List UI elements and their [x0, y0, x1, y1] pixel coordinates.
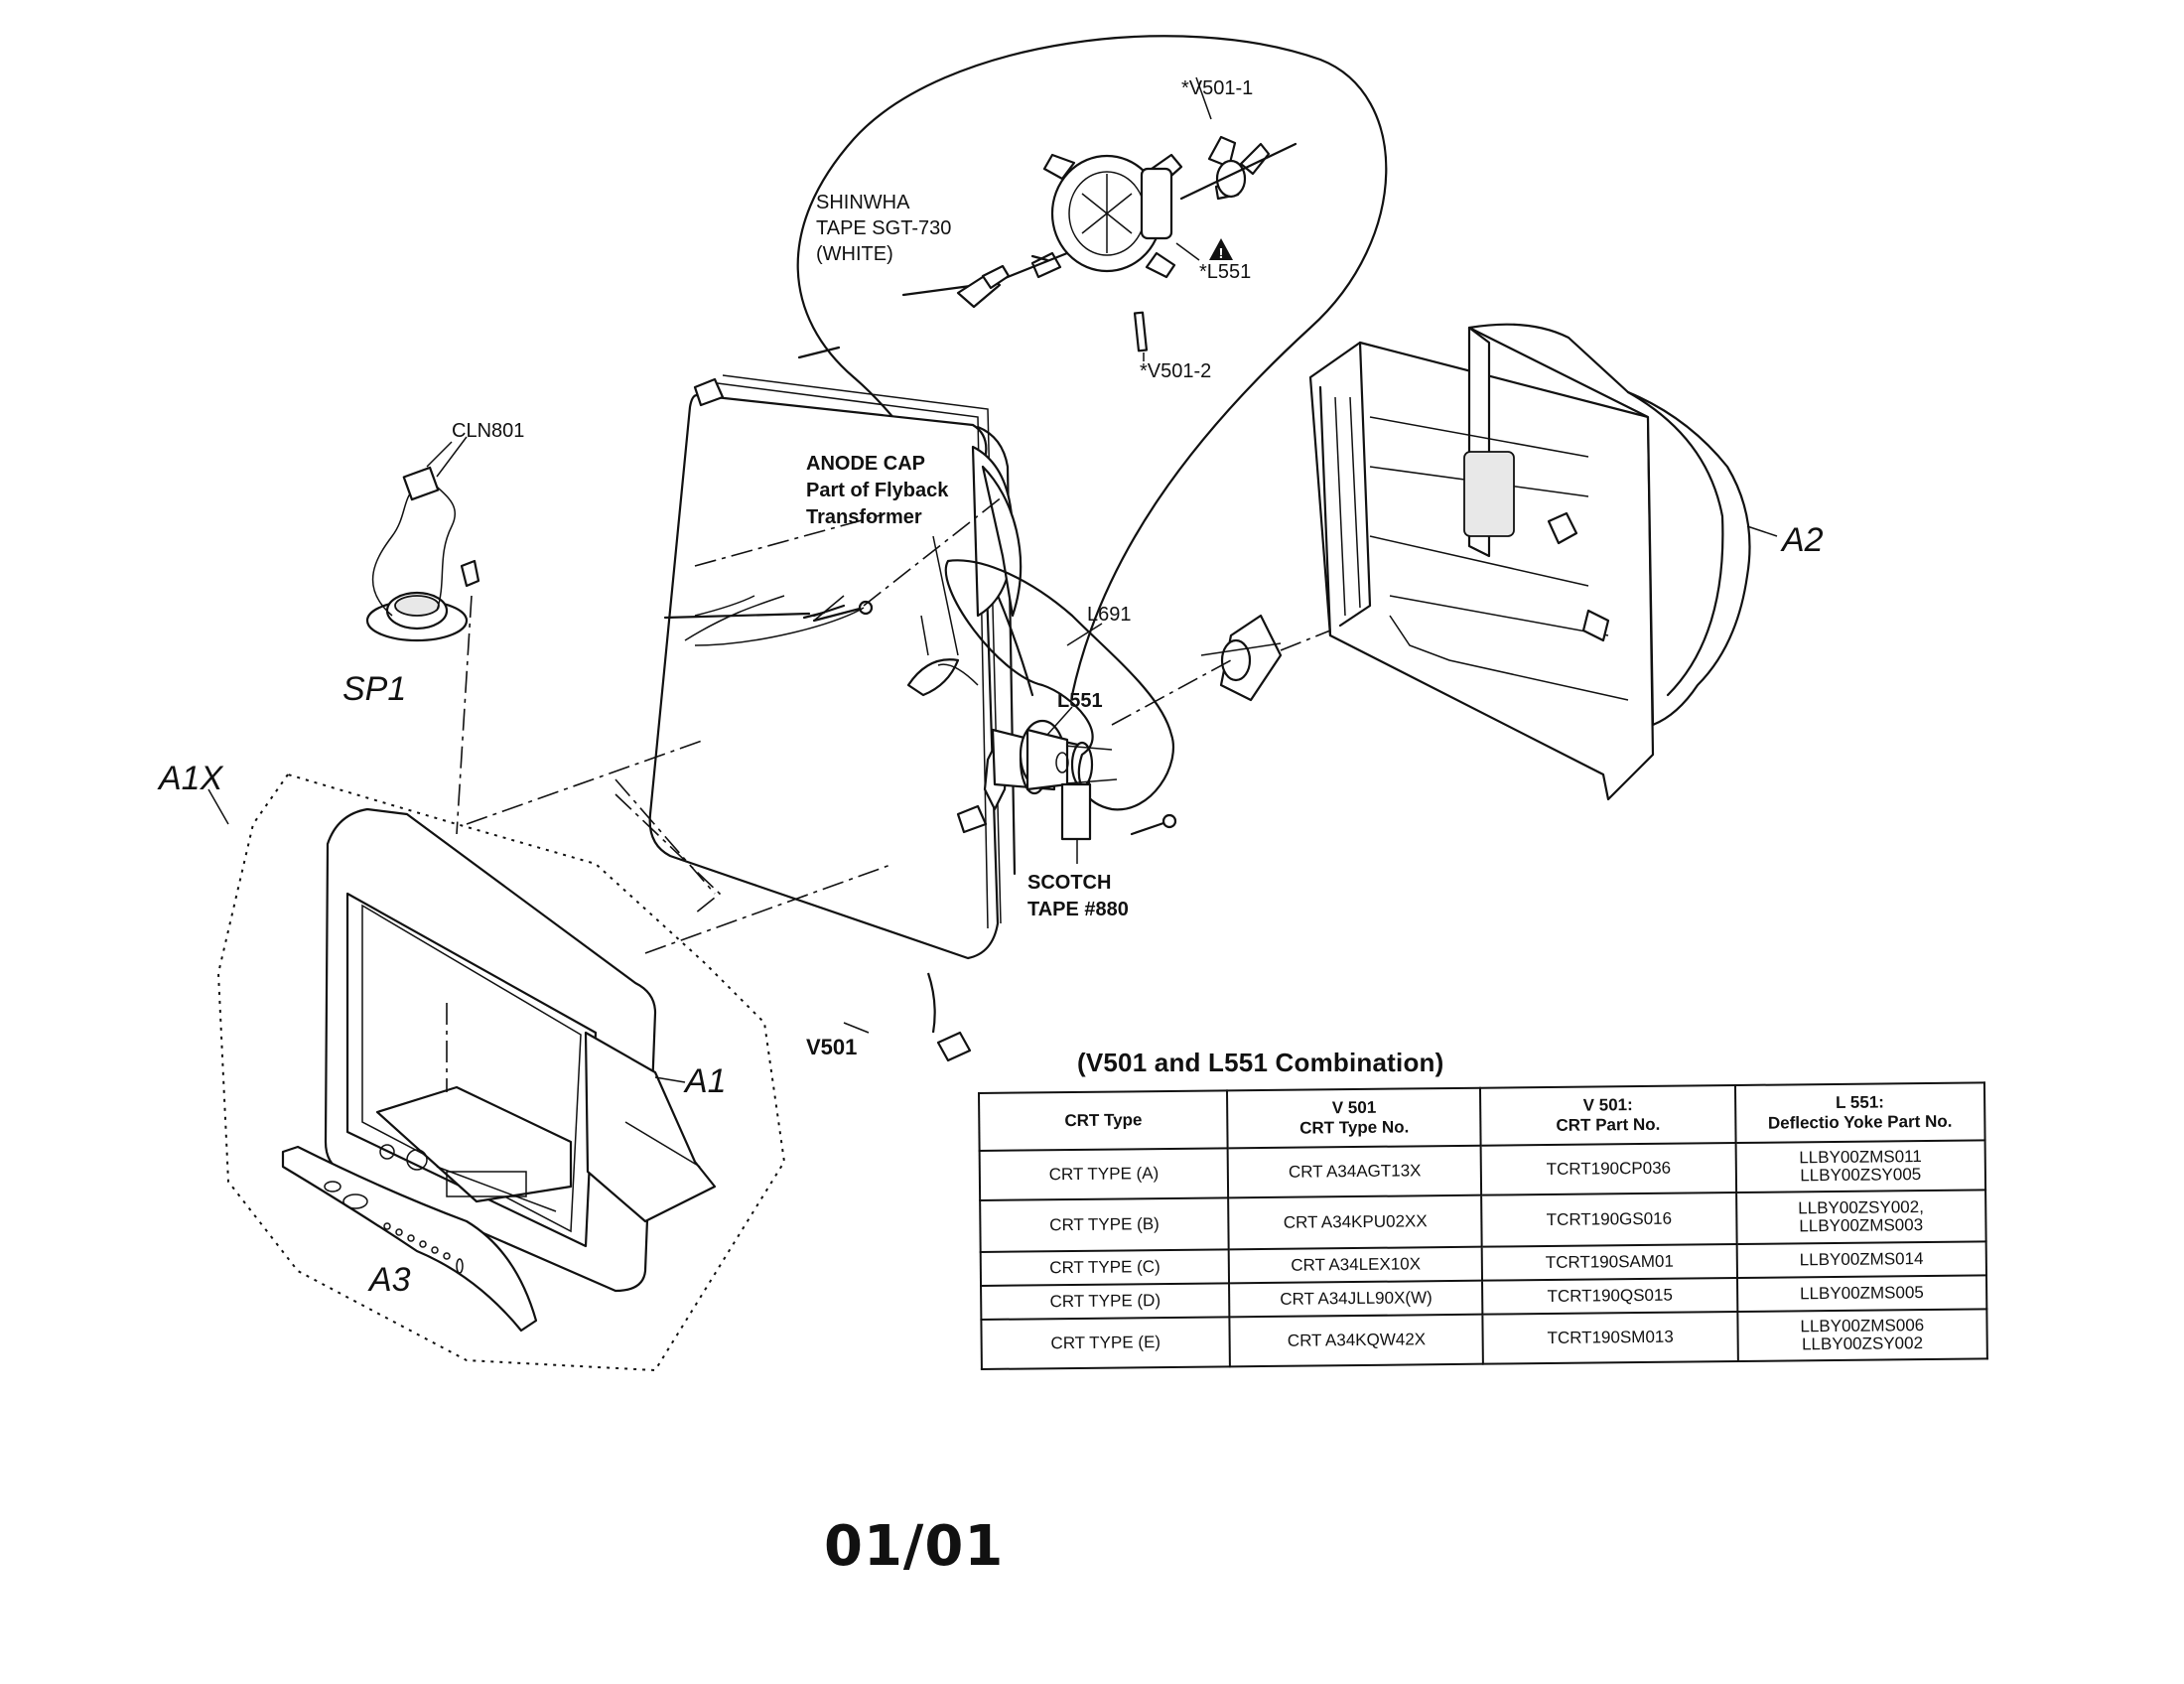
deflection-yoke-detail — [991, 153, 1183, 285]
crt-tube-v501 — [648, 346, 1177, 1062]
v501-label: V501 — [806, 1035, 857, 1059]
svg-text:!: ! — [1219, 245, 1224, 262]
scotch-tape-label-1: SCOTCH — [1027, 872, 1111, 894]
l551-detail-label: *L551 — [1199, 261, 1251, 283]
cell-crt-type-no: CRT A34LEX10X — [1228, 1246, 1483, 1284]
scotch-tape-label-2: TAPE #880 — [1027, 899, 1129, 920]
cell-crt-part-no: TCRT190CP036 — [1481, 1143, 1736, 1195]
anode-cap-label-3: Transformer — [806, 506, 922, 528]
combination-table-title: (V501 and L551 Combination) — [1077, 1048, 1444, 1077]
detail-balloon-outline — [796, 35, 1388, 697]
screw-top — [663, 595, 846, 622]
shinwha-label-3: (WHITE) — [816, 243, 893, 265]
cell-crt-part-no: TCRT190GS016 — [1481, 1193, 1737, 1247]
a3-label: A3 — [367, 1261, 411, 1299]
v501-1-ring-magnet — [1179, 135, 1297, 201]
a1x-label: A1X — [157, 760, 224, 797]
page-number: 01/01 — [824, 1514, 1005, 1579]
v501-2-label: *V501-2 — [1140, 360, 1211, 382]
shinwha-tape-neck — [901, 264, 1011, 309]
cell-yoke-part-no: LLBY00ZMS014 — [1736, 1241, 1986, 1279]
shinwha-label-2: TAPE SGT-730 — [816, 217, 951, 239]
sp1-label: SP1 — [342, 670, 406, 708]
cell-crt-type: CRT TYPE (B) — [980, 1197, 1229, 1252]
a1-label: A1 — [683, 1062, 727, 1100]
anode-cap-label-2: Part of Flyback — [806, 480, 949, 501]
cell-crt-part-no: TCRT190QS015 — [1482, 1278, 1737, 1315]
cell-crt-type-no: CRT A34KPU02XX — [1228, 1194, 1483, 1250]
cell-crt-type: CRT TYPE (E) — [981, 1317, 1231, 1369]
front-cabinet-a1 — [324, 807, 717, 1293]
lead-wire — [684, 595, 865, 646]
warning-icon: ! — [1209, 238, 1233, 262]
v501-2-strip — [1133, 311, 1149, 352]
scotch-tape — [1060, 782, 1092, 841]
cell-crt-part-no: TCRT190SM013 — [1482, 1312, 1738, 1364]
l551-label: L551 — [1057, 690, 1103, 712]
cell-yoke-part-no: LLBY00ZSY002,LLBY00ZMS003 — [1735, 1190, 1986, 1245]
l691-harness — [944, 559, 1174, 811]
control-panel-a3 — [281, 1145, 538, 1333]
cell-crt-part-no: TCRT190SAM01 — [1482, 1244, 1737, 1281]
shinwha-label-1: SHINWHA — [816, 192, 910, 213]
cln801-label: CLN801 — [452, 420, 524, 442]
col-header-yoke-part-no: L 551:Deflectio Yoke Part No. — [1734, 1082, 1985, 1144]
back-cabinet-a2 — [1308, 323, 1751, 801]
cell-crt-type: CRT TYPE (A) — [979, 1148, 1229, 1200]
col-header-crt-type: CRT Type — [979, 1090, 1228, 1151]
exploded-guide-lines — [446, 495, 1331, 1092]
col-header-crt-part-no: V 501:CRT Part No. — [1480, 1085, 1736, 1146]
cell-crt-type-no: CRT A34AGT13X — [1227, 1145, 1482, 1198]
anode-cap-label-1: ANODE CAP — [806, 453, 925, 475]
a2-label: A2 — [1780, 521, 1824, 559]
deflection-yoke-l551 — [1019, 719, 1069, 791]
speaker-sp1 — [365, 441, 480, 642]
cell-crt-type: CRT TYPE (C) — [980, 1249, 1230, 1286]
v501-1-label: *V501-1 — [1181, 77, 1253, 99]
cell-yoke-part-no: LLBY00ZMS005 — [1736, 1275, 1987, 1313]
cell-crt-type: CRT TYPE (D) — [981, 1283, 1230, 1320]
anode-cap — [906, 615, 979, 697]
neck-component — [1200, 614, 1283, 702]
cell-crt-type-no: CRT A34JLL90X(W) — [1229, 1280, 1483, 1318]
table-row: CRT TYPE (E) CRT A34KQW42X TCRT190SM013 … — [981, 1309, 1987, 1369]
cell-crt-type-no: CRT A34KQW42X — [1229, 1314, 1484, 1367]
l691-label: L691 — [1087, 604, 1132, 626]
